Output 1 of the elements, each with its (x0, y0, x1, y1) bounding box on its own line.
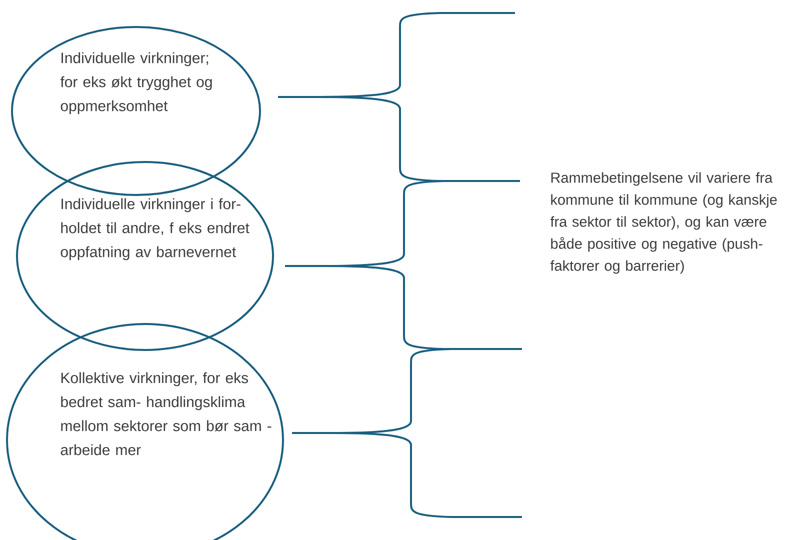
note-text: Rammebetingelsene vil variere fra kommune til kommune (og kanskje fra sektor til sektor), og kan være både positive og negative (push-faktorer og barrerier) (550, 172, 777, 274)
